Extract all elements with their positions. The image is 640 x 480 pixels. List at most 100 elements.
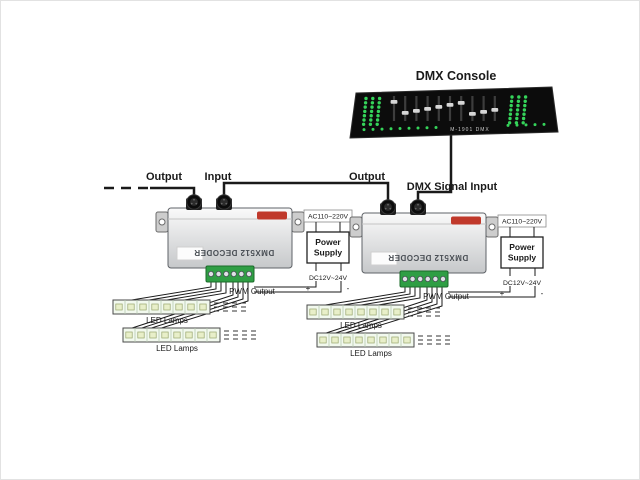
console-led <box>506 123 510 127</box>
pwm-terminal <box>205 265 255 283</box>
console-led <box>389 127 393 131</box>
led-chip <box>127 303 135 311</box>
dc-wire-positive <box>254 281 317 288</box>
decoder-sticker <box>176 246 204 261</box>
console-led <box>507 121 512 125</box>
console-led <box>434 126 438 130</box>
led-chip <box>115 303 123 311</box>
led-strip-1 <box>112 299 211 315</box>
console-fader-knob <box>435 105 443 109</box>
led-chip <box>137 331 145 339</box>
led-chip <box>185 331 193 339</box>
console-led <box>508 116 512 121</box>
console-led <box>515 108 520 112</box>
console-fader-knob <box>401 111 409 115</box>
console-led <box>509 99 514 104</box>
decoder-red-stripe <box>257 211 287 220</box>
led-chip <box>175 303 183 311</box>
dc-voltage-label: DC12V~24V <box>309 275 347 282</box>
console-fader-knob <box>457 101 465 105</box>
led-strip-2 <box>122 327 221 343</box>
mounting-hole <box>158 218 166 226</box>
console-led <box>364 96 368 101</box>
led-chip <box>197 331 205 339</box>
pwm-terminal-block <box>205 265 255 283</box>
led-chip <box>161 331 169 339</box>
console-led <box>363 105 367 109</box>
console-led <box>516 99 521 104</box>
console-led <box>375 122 379 127</box>
console-fader-knob <box>413 109 420 113</box>
led-chip <box>199 303 207 311</box>
led-chip <box>173 331 181 339</box>
console-model-text: M-1901 DMX <box>450 127 489 133</box>
label-output-mid: Output <box>349 171 385 183</box>
console-led <box>524 123 528 127</box>
xlr-pin <box>220 202 223 205</box>
console-led <box>376 109 381 114</box>
console-led <box>371 96 375 101</box>
xlr-pin <box>190 202 193 205</box>
console-fader-knob <box>390 100 398 104</box>
xlr-pin <box>195 202 198 205</box>
console-led <box>375 118 380 122</box>
terminal-screw <box>207 270 214 277</box>
console-led <box>533 123 537 127</box>
console-led <box>522 108 527 112</box>
terminal-screw <box>245 270 252 277</box>
xlr-output-connector <box>186 194 202 210</box>
console-led <box>377 96 382 101</box>
pwm-wire <box>122 282 239 335</box>
console-led <box>362 128 366 132</box>
console-led <box>371 127 375 131</box>
dc-power-wires <box>254 281 342 293</box>
console-led <box>363 109 367 114</box>
console-led <box>376 114 380 118</box>
console-led <box>515 112 519 116</box>
console-led <box>398 127 402 131</box>
console-body <box>349 86 559 139</box>
console-controls <box>361 95 546 132</box>
led-chip <box>125 331 133 339</box>
power-supply-text-2: Supply <box>314 248 343 258</box>
pwm-output-label: PWM Output <box>229 287 276 296</box>
console-led <box>363 101 368 105</box>
console-fader-knob <box>469 112 476 116</box>
led-chip <box>139 303 147 311</box>
wiring-labels: Output Input Output DMX Signal Input <box>146 171 498 193</box>
console-led <box>369 109 374 114</box>
dmx-console: M-1901 DMX <box>349 86 559 139</box>
led-chip <box>149 331 157 339</box>
console-led <box>521 121 525 125</box>
console-led <box>380 127 384 131</box>
wire-decoder2-output-to-decoder1-input <box>222 181 390 206</box>
console-led <box>523 95 528 99</box>
pwm-wire-bundle <box>112 282 249 341</box>
pwm-wire <box>122 282 244 338</box>
pwm-wire <box>122 282 249 341</box>
dmx-signal-wires <box>100 134 453 206</box>
console-led <box>517 95 521 99</box>
dc-plus-mark: + <box>306 284 311 293</box>
console-fader-knob <box>424 107 431 111</box>
xlr-input-connector <box>216 194 232 210</box>
console-led <box>515 123 519 127</box>
led-chip <box>187 303 195 311</box>
console-led <box>425 126 429 130</box>
decoder-unit-1: DMX512 DECODER PWM Output AC110~22 <box>112 194 353 353</box>
power-supply-box <box>306 231 350 264</box>
console-led <box>416 126 420 130</box>
console-led <box>542 122 546 126</box>
pwm-wire <box>112 282 212 304</box>
console-led <box>362 118 366 122</box>
console-led <box>361 122 366 127</box>
power-supply-unit: AC110~220V Power Supply DC12V~24V + - <box>303 209 353 293</box>
label-output-left: Output <box>146 171 182 183</box>
console-led <box>516 103 520 108</box>
console-led <box>407 126 411 130</box>
wire-console-to-decoder2-input <box>416 134 453 206</box>
console-led <box>522 112 526 116</box>
console-led <box>515 116 519 121</box>
